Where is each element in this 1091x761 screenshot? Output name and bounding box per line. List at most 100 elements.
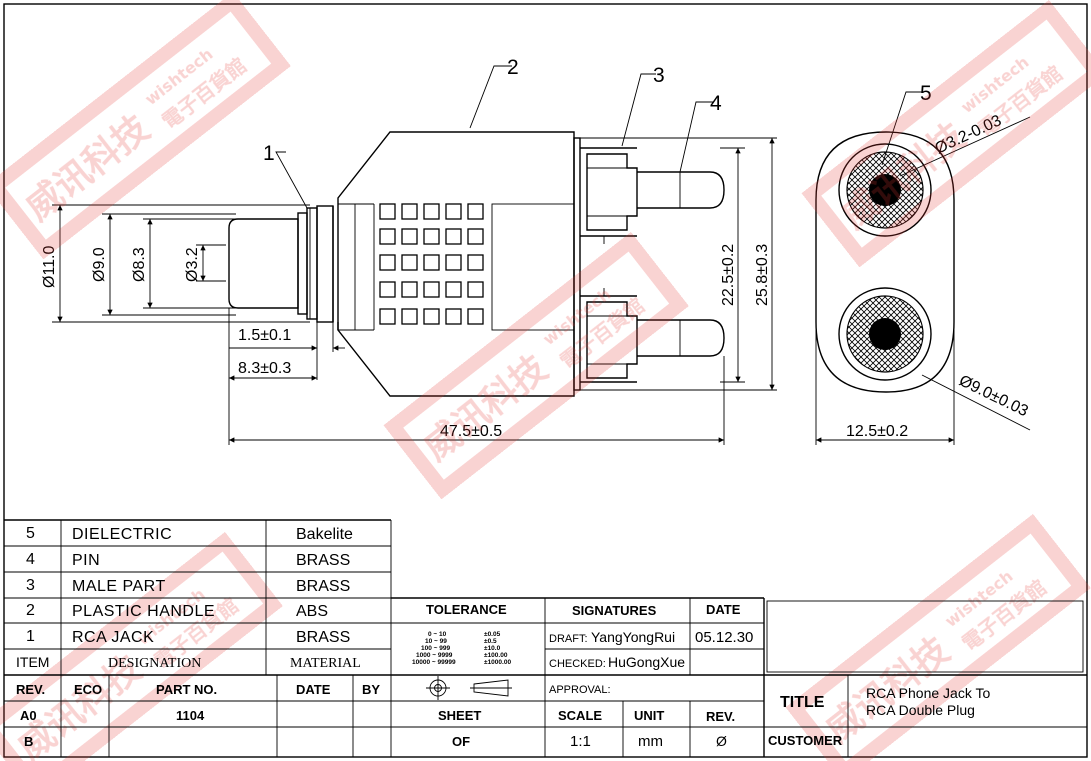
unit-label: UNIT	[634, 708, 664, 723]
bom-designation: PIN	[72, 552, 100, 569]
unit-value: mm	[638, 733, 663, 750]
dim-d9: Ø9.0	[91, 247, 108, 282]
signatures-block: SIGNATURES DATE DRAFT: YangYongRui 05.12…	[549, 598, 765, 757]
signatures-title: SIGNATURES	[572, 603, 657, 618]
grip-square	[445, 281, 462, 298]
bom-item: 1	[26, 628, 35, 645]
grip-square	[401, 308, 418, 325]
tolerance-range: 1000 ~ 9999	[416, 652, 453, 659]
bom-designation: DIELECTRIC	[72, 526, 172, 543]
bom-item: 3	[26, 577, 35, 594]
grip-square	[423, 308, 440, 325]
revision-table: REV. ECO PART NO. DATE BY A0 1104 B	[4, 675, 392, 757]
grip-square	[379, 254, 396, 271]
approval-label: APPROVAL:	[549, 684, 611, 696]
rev-header-date: DATE	[296, 682, 331, 697]
bom-item: 2	[26, 602, 35, 619]
title-label: TITLE	[780, 694, 825, 711]
sheet-border	[3, 3, 1088, 758]
bom-table: 5 DIELECTRIC Bakelite 4 PIN BRASS 3 MALE…	[4, 519, 1087, 676]
draft-name: YangYongRui	[591, 629, 675, 645]
title-line-1: RCA Phone Jack To	[866, 685, 990, 701]
grip-square	[401, 228, 418, 245]
grip-square	[401, 254, 418, 271]
watermark-stamp: 威讯科技 wishtech 電子百貨館	[785, 513, 1091, 761]
watermark-stamp: 威讯科技 wishtech 電子百貨館	[0, 531, 283, 761]
title-block: TITLE RCA Phone Jack To RCA Double Plug …	[764, 600, 1087, 757]
draft-date: 05.12.30	[695, 629, 753, 646]
date-title: DATE	[706, 602, 741, 617]
grip-square	[445, 228, 462, 245]
grip-square	[467, 228, 484, 245]
bom-designation: RCA JACK	[72, 629, 154, 646]
grip-square	[401, 281, 418, 298]
bom-item: 4	[26, 551, 35, 568]
grip-squares	[379, 203, 484, 325]
rev-row-rev: A0	[20, 708, 37, 723]
tolerance-ranges: 0 ~ 10 10 ~ 99 100 ~ 999 1000 ~ 9999 100…	[412, 631, 511, 666]
grip-square	[467, 308, 484, 325]
grip-square	[445, 203, 462, 220]
projection-symbol-icon	[426, 676, 512, 700]
bom-material: BRASS	[296, 578, 350, 595]
bom-material: Bakelite	[296, 526, 353, 543]
scale-label: SCALE	[558, 708, 602, 723]
grip-square	[401, 203, 418, 220]
checked-name: HuGongXue	[608, 654, 685, 670]
bom-designation: MALE PART	[72, 578, 166, 595]
bom-material: BRASS	[296, 552, 350, 569]
callout-numbers: 1 2 3 4 5	[263, 56, 932, 165]
grip-square	[379, 203, 396, 220]
tolerance-block: TOLERANCE 0 ~ 10 10 ~ 99 100 ~ 999 1000 …	[391, 597, 764, 757]
grip-square	[467, 203, 484, 220]
dim-len83: 8.3±0.3	[238, 360, 291, 377]
bom-header-designation: DESIGNATION	[108, 656, 201, 671]
grip-square	[467, 254, 484, 271]
callout-4: 4	[710, 92, 722, 115]
dim-pin90: Ø9.0±0.03	[956, 372, 1031, 420]
draft-label: DRAFT:	[549, 633, 588, 645]
rev-header-rev: REV.	[16, 682, 45, 697]
callout-5: 5	[920, 82, 932, 105]
title-line-2: RCA Double Plug	[866, 702, 975, 718]
checked-label: CHECKED:	[549, 658, 606, 670]
tolerance-value: ±0.5	[484, 638, 497, 645]
bom-header-item: ITEM	[16, 654, 49, 670]
tolerance-value: ±10.0	[484, 645, 501, 652]
bom-material: ABS	[296, 603, 328, 620]
watermark-stamp: 威讯科技 wishtech 電子百貨館	[0, 0, 291, 260]
side-view	[52, 131, 777, 445]
front-view	[815, 131, 955, 445]
grip-square	[423, 281, 440, 298]
tolerance-value: ±1000.00	[484, 659, 511, 666]
dim-d32: Ø3.2	[184, 247, 201, 282]
dim-d83: Ø8.3	[131, 247, 148, 282]
callout-2: 2	[507, 56, 519, 79]
rev-header-eco: ECO	[74, 682, 102, 697]
dim-h258: 25.8±0.3	[754, 244, 771, 306]
bom-material: BRASS	[296, 629, 350, 646]
callout-leaders	[275, 65, 1031, 431]
grip-square	[423, 203, 440, 220]
tolerance-title: TOLERANCE	[426, 602, 507, 617]
dim-d11: Ø11.0	[41, 246, 58, 289]
tolerance-range: 0 ~ 10	[428, 631, 447, 638]
dim-h225: 22.5±0.2	[720, 244, 737, 306]
of-label: OF	[452, 734, 470, 749]
scale-value: 1:1	[570, 733, 591, 750]
grip-square	[423, 254, 440, 271]
tolerance-value: ±0.05	[484, 631, 501, 638]
tolerance-value: ±100.00	[484, 652, 508, 659]
rev-value: Ø	[716, 733, 727, 749]
grip-square	[445, 308, 462, 325]
tolerance-range: 10 ~ 99	[425, 638, 447, 645]
grip-square	[445, 254, 462, 271]
dim-w125: 12.5±0.2	[846, 423, 908, 440]
bom-item: 5	[26, 525, 35, 542]
rev-header-by: BY	[362, 682, 380, 697]
rev-header-part-no: PART NO.	[156, 682, 217, 697]
sheet-label: SHEET	[438, 708, 481, 723]
watermark-stamp: 威讯科技 wishtech 電子百貨館	[801, 0, 1091, 268]
customer-label: CUSTOMER	[768, 733, 843, 748]
dim-len475: 47.5±0.5	[440, 423, 502, 440]
